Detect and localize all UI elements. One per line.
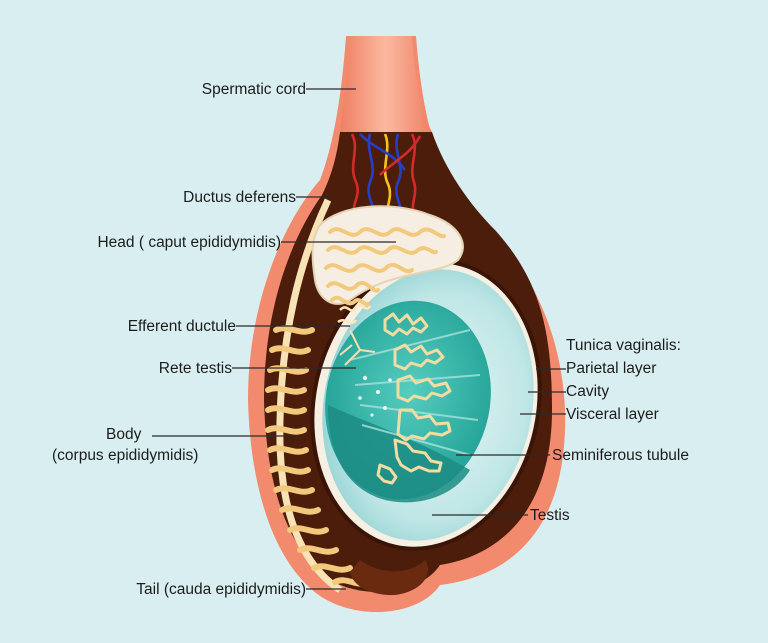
label-efferent-ductule: Efferent ductule [127, 318, 236, 335]
label-corpus-epididymidis: (corpus epididymidis) [52, 447, 199, 464]
label-tunica-vaginalis: Tunica vaginalis: [566, 337, 681, 354]
label-body: Body [106, 426, 142, 443]
epididymis-tail [350, 560, 429, 596]
epididymis-body-coils [265, 325, 372, 587]
epididymis-head-coils [324, 227, 446, 307]
label-rete-testis: Rete testis [158, 360, 232, 377]
efferent-ductules [337, 304, 372, 325]
rete-testis-dots [358, 375, 392, 417]
testis-lower-section [328, 405, 470, 503]
seminiferous-tubules [376, 312, 452, 485]
label-cavity: Cavity [566, 383, 610, 400]
label-spermatic-cord: Spermatic cord [201, 81, 306, 98]
label-visceral-layer: Visceral layer [566, 406, 659, 423]
label-seminiferous-tubule: Seminiferous tubule [552, 447, 689, 464]
testis-septa [349, 329, 481, 456]
leader-lines [152, 88, 566, 590]
spermatic-cord [340, 36, 432, 132]
label-head-caput-epididymidis: Head ( caput epididymidis) [97, 234, 281, 251]
rete-testis-network [339, 329, 376, 366]
label-testis: Testis [530, 507, 570, 524]
label-parietal-layer: Parietal layer [566, 360, 657, 377]
label-tail-cauda-epididymidis: Tail (cauda epididymidis) [136, 581, 306, 598]
label-ductus-deferens: Ductus deferens [183, 189, 296, 206]
